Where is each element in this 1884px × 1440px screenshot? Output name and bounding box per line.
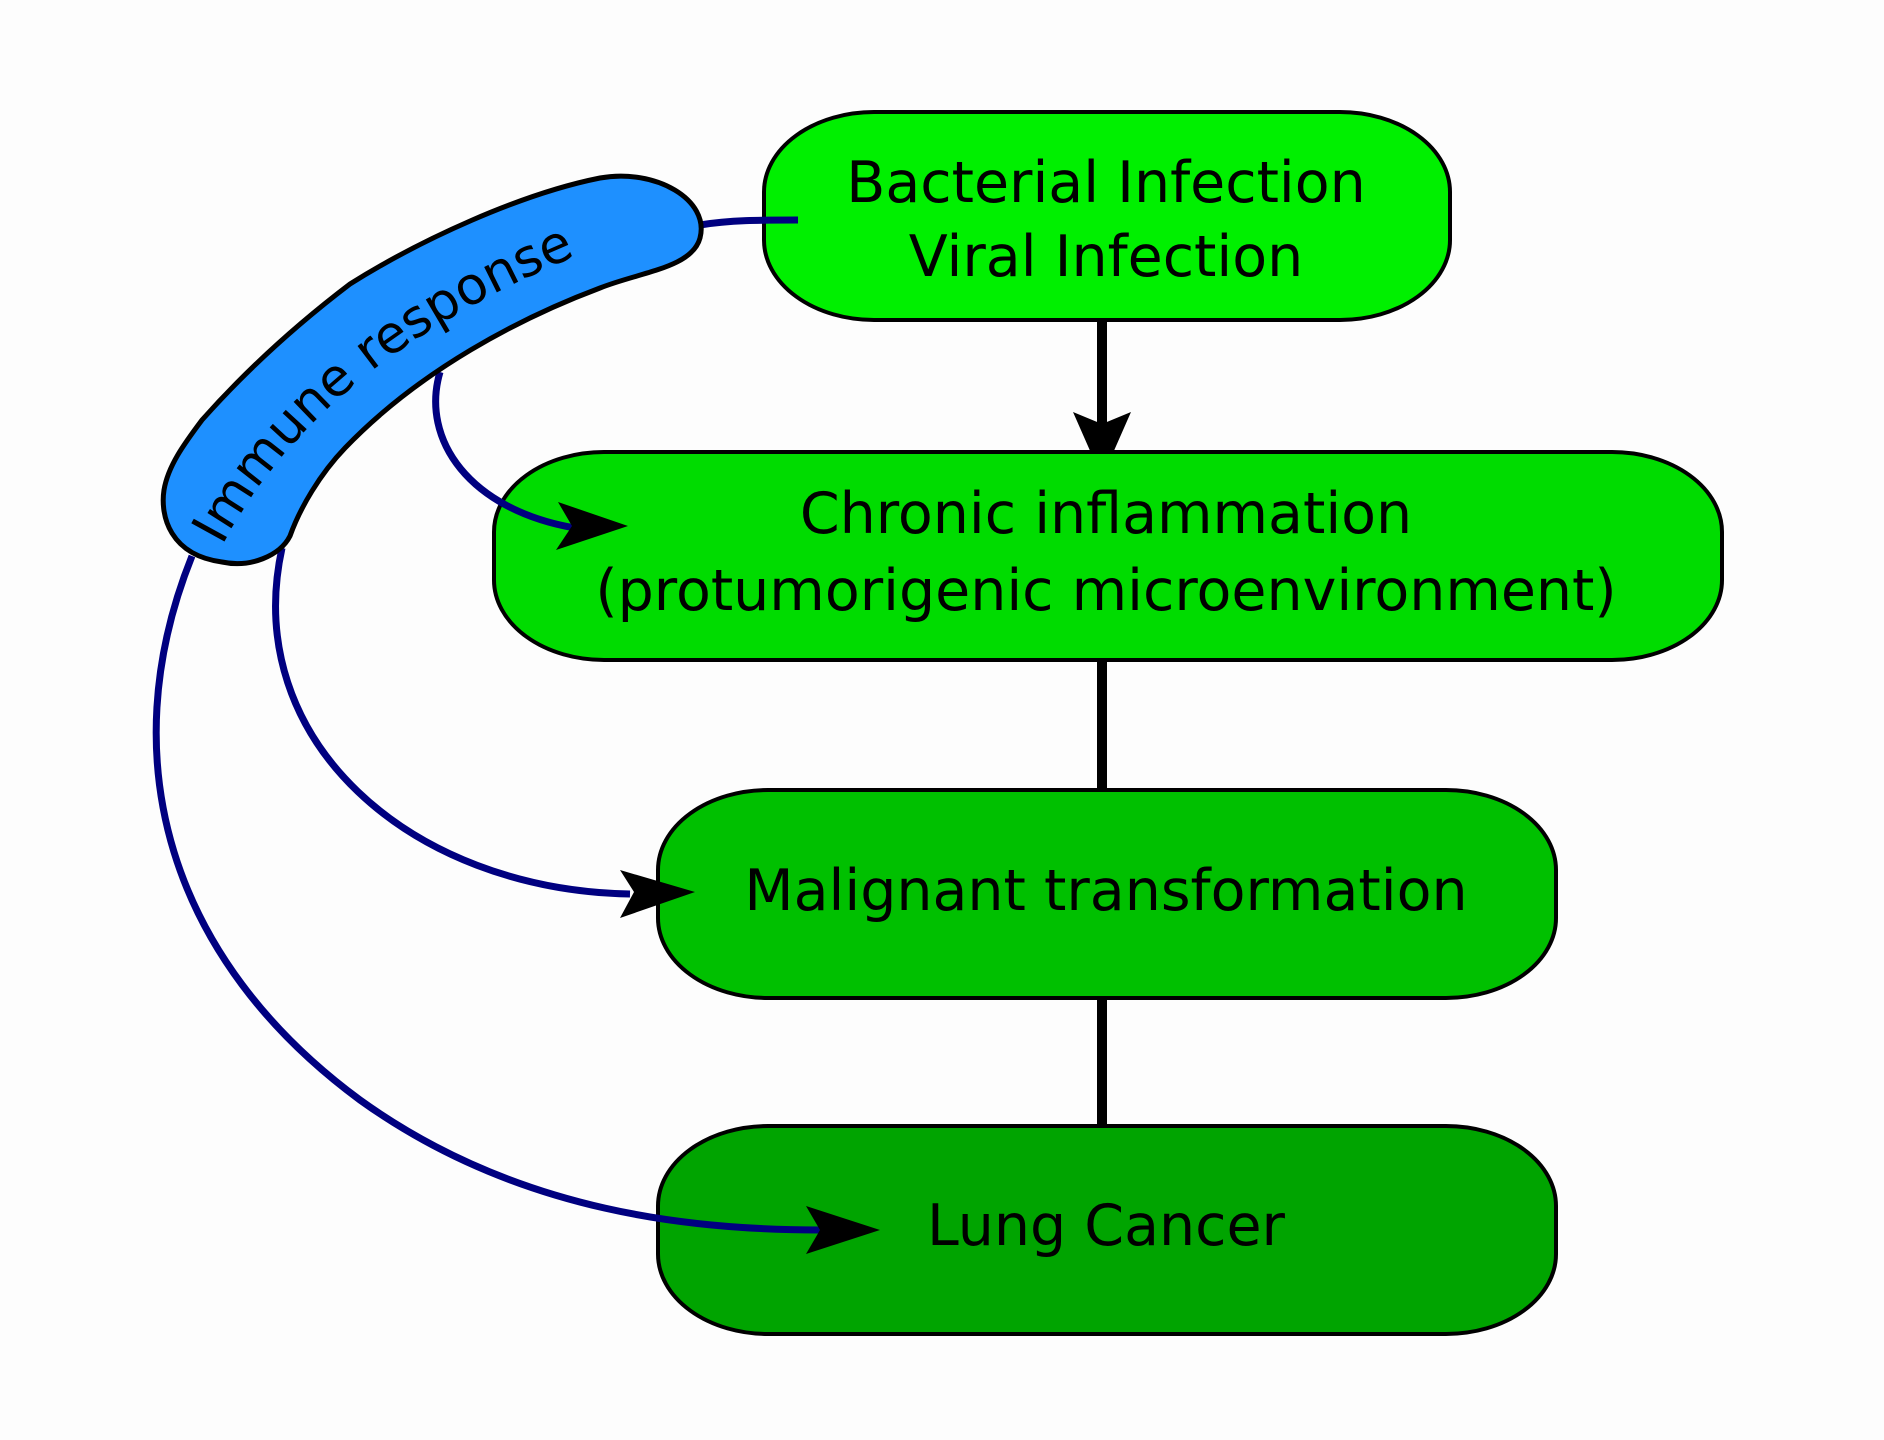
immune-arrows — [152, 216, 880, 1254]
inflammation-node: Chronic inflammation (protumorigenic mic… — [492, 450, 1724, 662]
infection-line-2: Viral Infection — [909, 224, 1304, 290]
immune-arrow-to-malignant — [272, 547, 631, 898]
malignant-label: Malignant transformation — [744, 858, 1467, 924]
flow-arrows — [1073, 295, 1131, 1186]
inflammation-line-2: (protumorigenic microenvironment) — [595, 558, 1616, 624]
infection-node: Bacterial Infection Viral Infection — [762, 110, 1452, 322]
malignant-node: Malignant transformation — [656, 788, 1558, 1000]
cancer-label: Lung Cancer — [927, 1193, 1286, 1259]
inflammation-line-1: Chronic inflammation — [800, 481, 1412, 547]
inflammation-box — [492, 450, 1724, 662]
immune-arrowhead-cancer — [806, 1206, 880, 1254]
immune-arrow-to-cancer — [152, 554, 821, 1234]
immune-response-shape — [160, 173, 704, 567]
immune-arrowhead-inflammation — [556, 502, 628, 550]
infection-line-1: Bacterial Infection — [846, 150, 1366, 216]
immune-arrow-to-inflammation — [432, 371, 576, 532]
immune-arrowhead-malignant — [620, 870, 695, 918]
infection-box — [762, 110, 1452, 322]
immune-link-to-infection — [699, 216, 799, 229]
arrowhead-infection-to-inflammation — [1073, 412, 1131, 478]
cancer-box — [656, 1124, 1558, 1336]
cancer-node: Lung Cancer — [656, 1124, 1558, 1336]
